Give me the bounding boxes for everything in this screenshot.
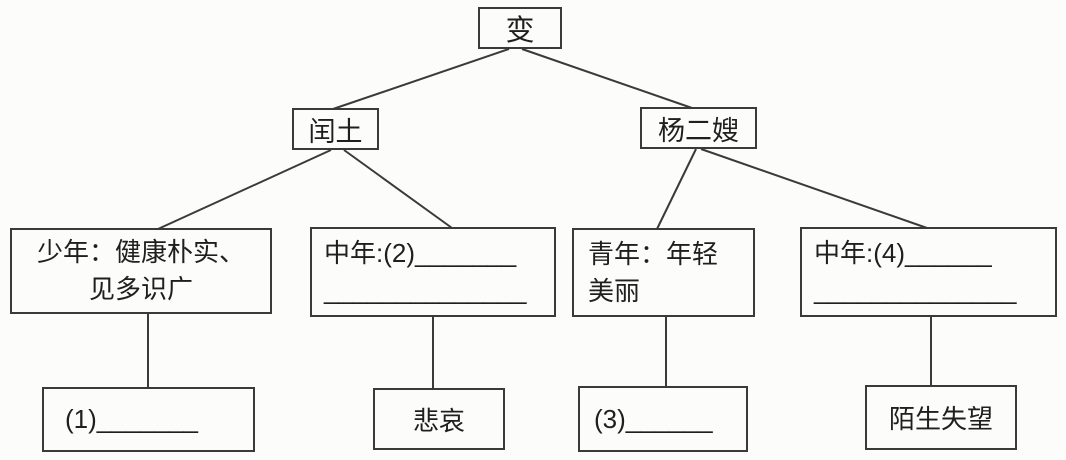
node-label: 闰土	[308, 116, 363, 147]
answer-blank-line: ______________	[324, 275, 527, 305]
node-stranger-disappointment: 陌生失望	[865, 385, 1017, 450]
node-label-line1: 中年:(2)_______	[324, 238, 517, 268]
node-label: 陌生失望	[888, 404, 993, 434]
node-label-line1: 青年：年轻	[588, 238, 719, 269]
answer-blank-line: ______________	[814, 275, 1017, 305]
node-label: 变	[505, 15, 535, 47]
node-yangersao-middle-age: 中年:(4)______ ______________	[800, 227, 1057, 317]
node-blank-3: (3)______	[578, 386, 748, 452]
node-label-line1: 少年：健康朴实、	[36, 237, 245, 267]
node-label: (3)______	[594, 403, 713, 434]
node-label-line1: 中年:(4)______	[814, 238, 992, 268]
node-yangersao: 杨二嫂	[640, 107, 757, 149]
node-blank-1: (1)_______	[42, 387, 255, 452]
node-label-line2: 美丽	[588, 275, 641, 306]
node-runtu-middle-age: 中年:(2)_______ ______________	[310, 227, 556, 317]
node-yangersao-youth: 青年：年轻 美丽	[572, 228, 755, 317]
node-runtu-youth: 少年：健康朴实、 见多识广	[10, 228, 272, 314]
node-label-line2: 见多识广	[88, 274, 193, 304]
node-label: 杨二嫂	[658, 115, 739, 146]
node-change-root: 变	[478, 7, 562, 49]
node-runtu: 闰土	[292, 108, 379, 150]
node-sorrow: 悲哀	[373, 388, 505, 450]
node-label: 悲哀	[412, 405, 465, 436]
node-label: (1)_______	[65, 404, 198, 434]
